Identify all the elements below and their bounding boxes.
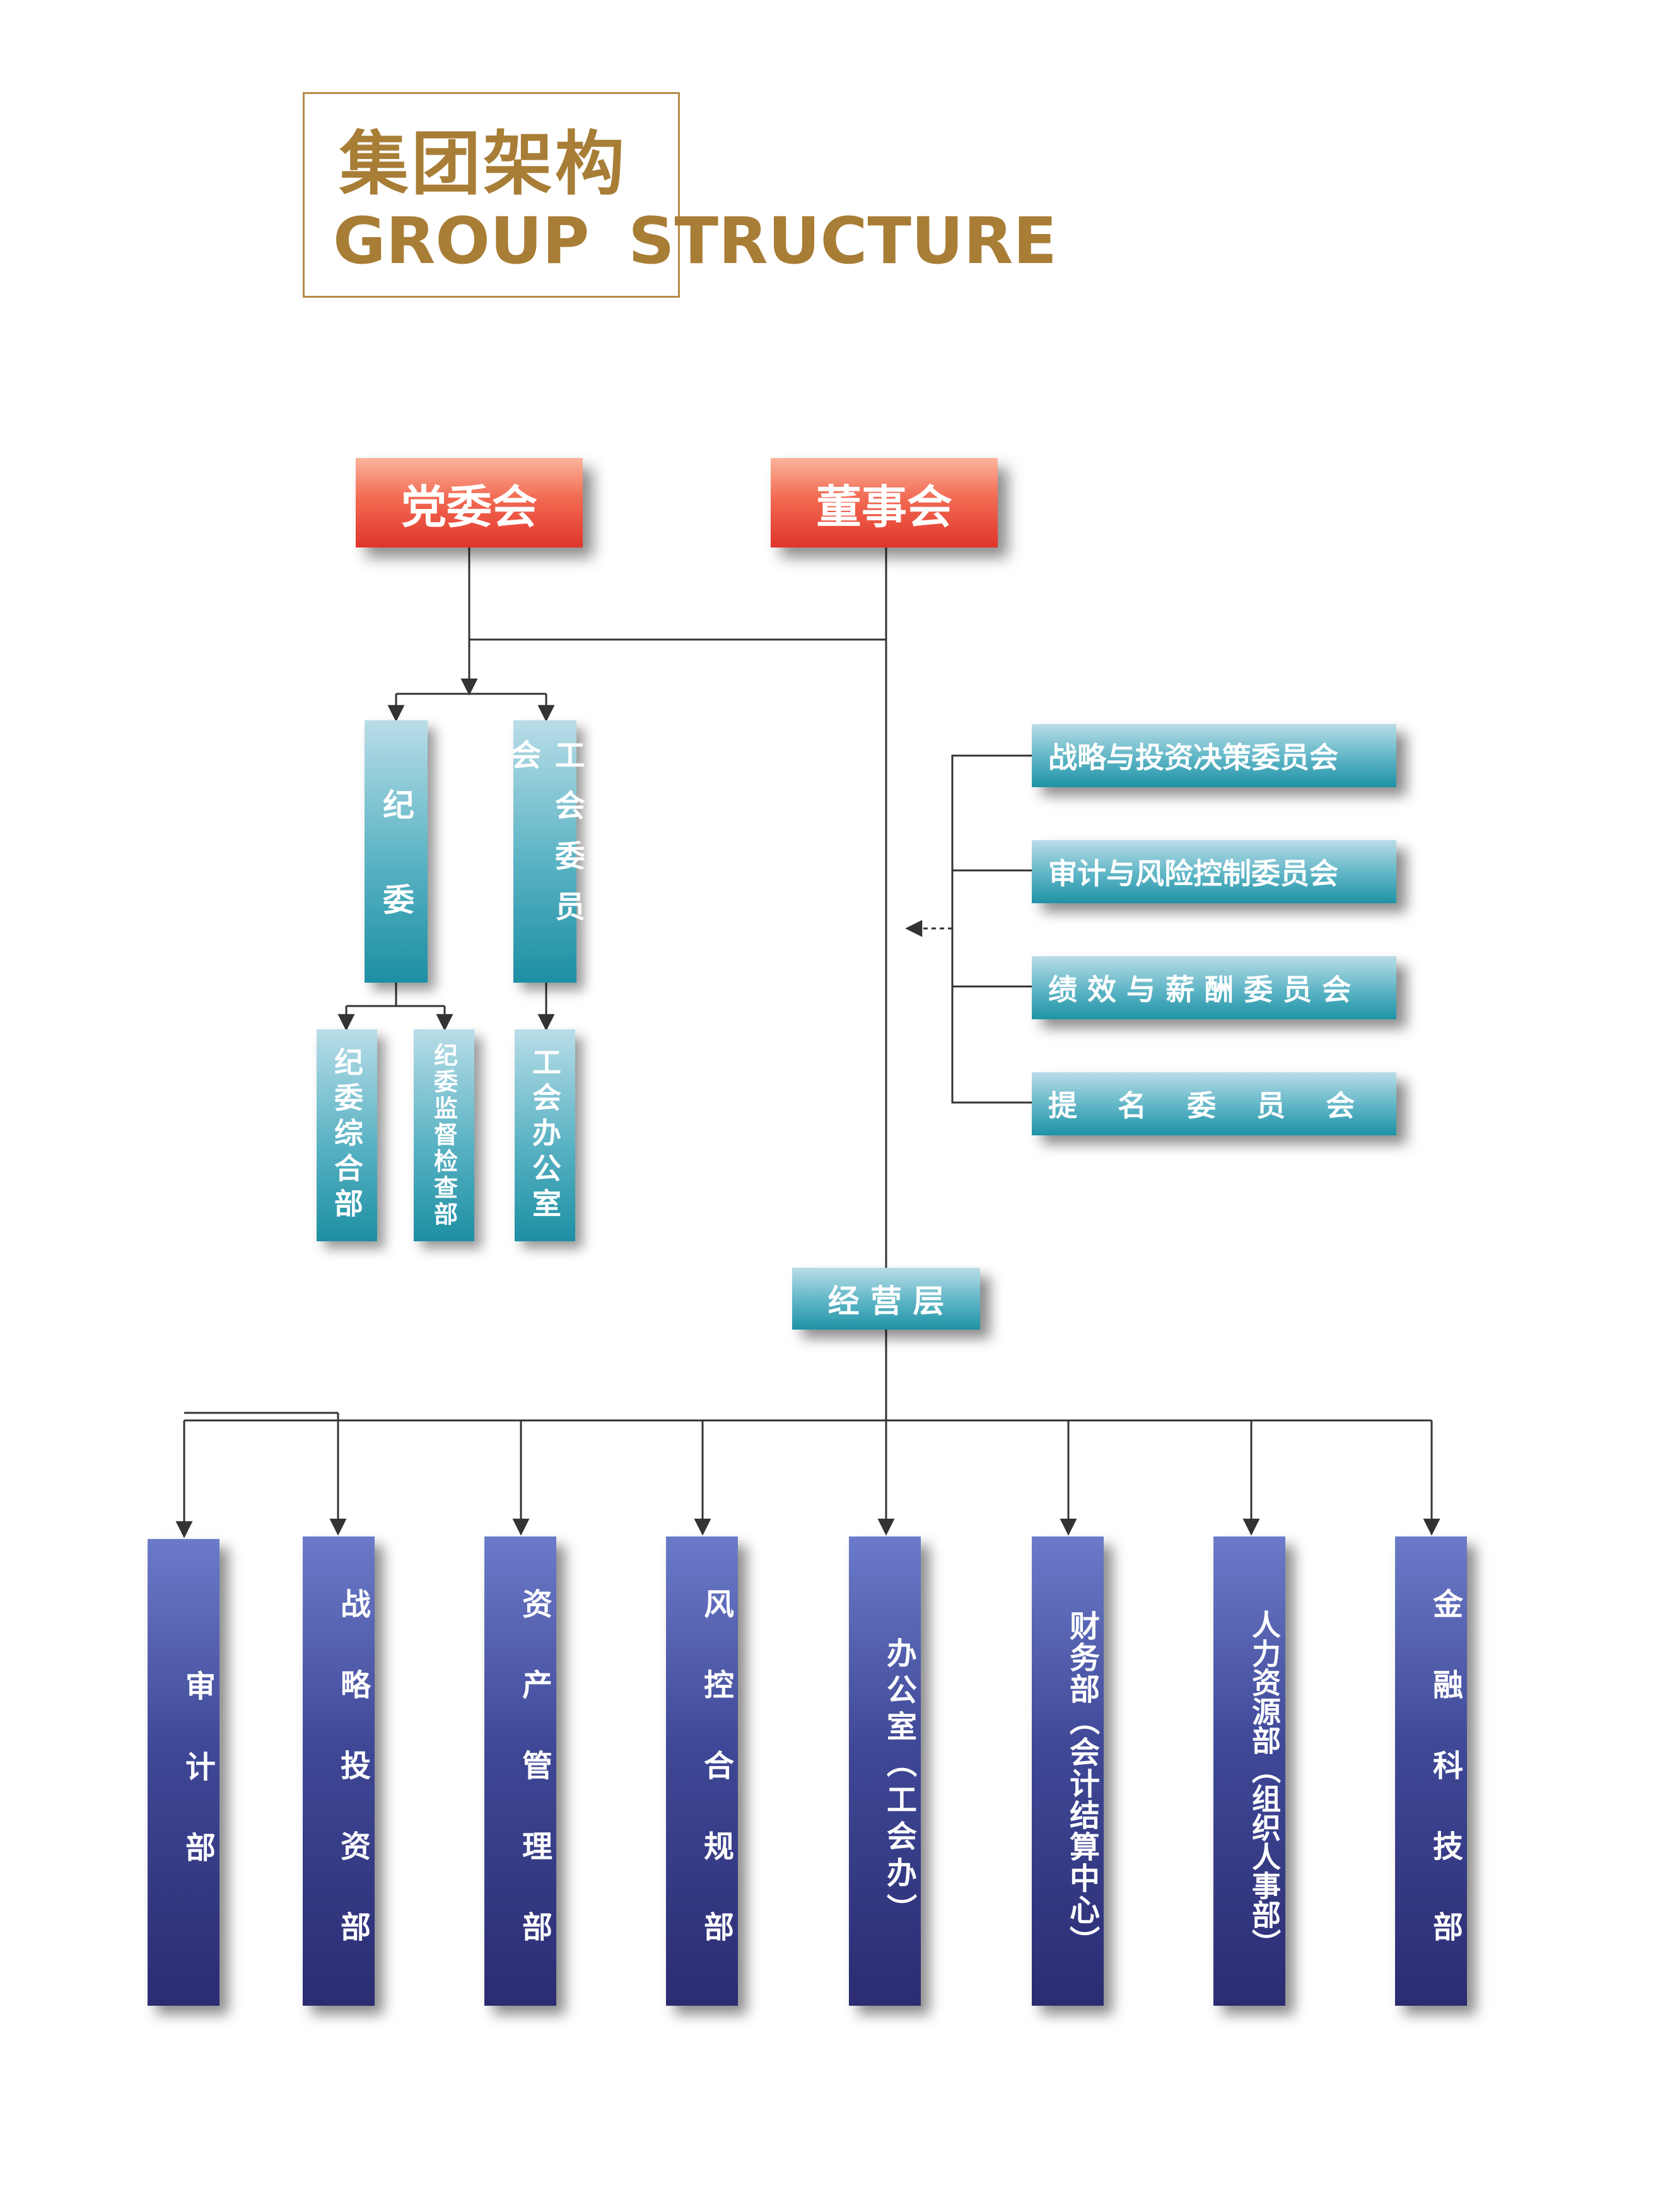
board-label: 董事会 xyxy=(815,480,952,534)
union-box: 工会委员会 xyxy=(505,720,585,983)
union-office-box: 工会办公室 xyxy=(515,1029,575,1241)
discipline-supervision-box: 纪委监督检查部 xyxy=(414,1029,474,1241)
committee-audit-label: 审计与风险控制委员会 xyxy=(1048,857,1338,891)
dept-hr-box: 人力资源部（组织人事部） xyxy=(1213,1536,1285,2006)
discipline-supervision-label: 纪委监督检查部 xyxy=(429,1043,458,1228)
dept-asset-box: 资产管理部 xyxy=(484,1536,556,2006)
line-dept-bus-left xyxy=(184,1412,338,1422)
party-committee-box: 党委会 xyxy=(356,458,583,547)
management-label: 经 营 层 xyxy=(827,1283,945,1320)
dept-fintech-box: 金融科技部 xyxy=(1395,1536,1467,2006)
committee-nomination-label: 提 名 委 员 会 xyxy=(1048,1089,1355,1123)
dept-finance-label: 财务部（会计结算中心） xyxy=(1064,1610,1099,1957)
dept-asset-label: 资产管理部 xyxy=(517,1588,552,1992)
committee-compensation-box: 绩 效 与 薪 酬 委 员 会 xyxy=(1032,956,1396,1019)
union-label: 工会委员会 xyxy=(505,739,585,941)
dept-office-label: 办公室（工会办） xyxy=(881,1637,916,1930)
dept-audit-label: 审计部 xyxy=(180,1670,215,1912)
line-dept-bus-spur xyxy=(337,1413,339,1420)
page-title-en: GROUP STRUCTURE xyxy=(333,204,1057,279)
dept-strategy-box: 战略投资部 xyxy=(303,1536,375,2006)
committee-nomination-box: 提 名 委 员 会 xyxy=(1032,1072,1396,1135)
dept-risk-box: 风控合规部 xyxy=(666,1536,738,2006)
discipline-general-label: 纪委综合部 xyxy=(330,1047,364,1224)
dept-audit-box: 审计部 xyxy=(148,1539,219,2006)
committee-compensation-label: 绩 效 与 薪 酬 委 员 会 xyxy=(1048,973,1352,1007)
dept-office-box: 办公室（工会办） xyxy=(849,1536,921,2006)
union-office-label: 工会办公室 xyxy=(528,1047,562,1224)
discipline-label: 纪委 xyxy=(378,788,414,978)
title-frame xyxy=(303,92,680,298)
committee-audit-box: 审计与风险控制委员会 xyxy=(1032,840,1396,903)
committee-strategy-box: 战略与投资决策委员会 xyxy=(1032,724,1396,787)
committee-strategy-label: 战略与投资决策委员会 xyxy=(1048,740,1338,775)
discipline-general-box: 纪委综合部 xyxy=(317,1029,377,1241)
dept-hr-label: 人力资源部（组织人事部） xyxy=(1247,1610,1282,1958)
line-committee-bracket xyxy=(951,754,1067,1104)
page-title-cn: 集团架构 xyxy=(339,124,627,204)
discipline-box: 纪委 xyxy=(365,720,428,983)
dept-risk-label: 风控合规部 xyxy=(698,1588,733,1992)
board-box: 董事会 xyxy=(771,458,998,547)
dept-strategy-label: 战略投资部 xyxy=(335,1588,370,1992)
dept-fintech-label: 金融科技部 xyxy=(1427,1588,1463,1992)
dept-finance-box: 财务部（会计结算中心） xyxy=(1032,1536,1104,2006)
management-box: 经 营 层 xyxy=(792,1268,980,1330)
party-committee-label: 党委会 xyxy=(400,480,537,534)
